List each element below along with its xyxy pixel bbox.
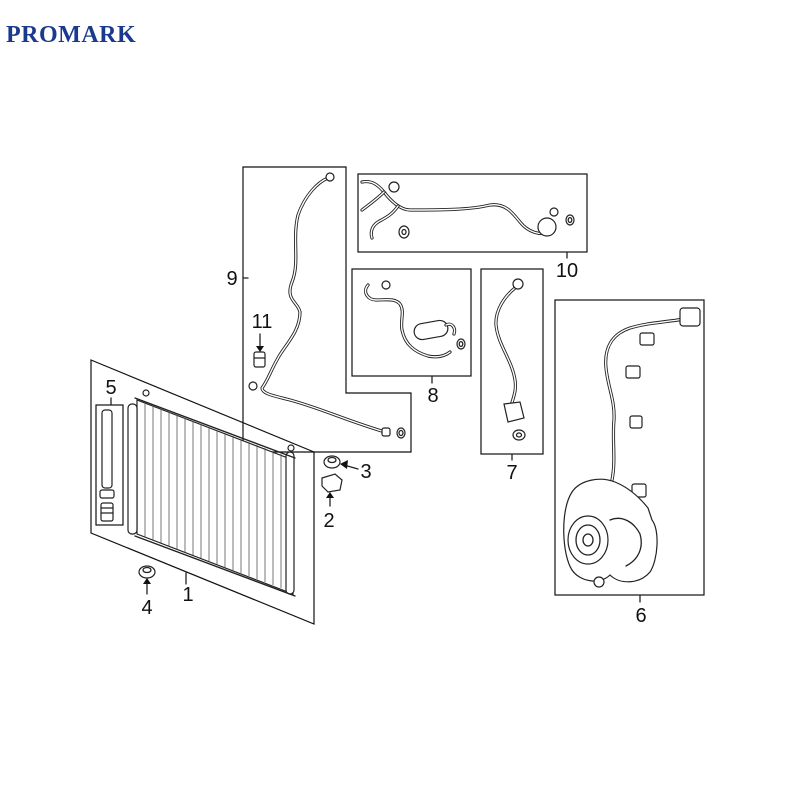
frame-part-7 [480,268,544,455]
frame-part-1 [90,359,315,625]
callout-5: 5 [105,377,116,399]
callout-9: 9 [226,268,237,290]
frame-part-6 [554,299,705,596]
cushion-4 [138,565,156,595]
pressure-switch-11 [253,333,266,368]
hose-assembly-7 [494,278,526,441]
condenser-1 [127,389,296,597]
frame-part-10 [357,173,588,253]
bracket-2 [321,473,343,507]
hose-assembly-9 [248,172,406,439]
callout-4: 4 [141,597,152,619]
frame-part-5 [95,404,124,526]
frame-part-8 [351,268,472,377]
callout-6: 6 [635,605,646,627]
callout-7: 7 [506,462,517,484]
compressor-6 [563,307,701,588]
ac-line-10 [360,179,575,240]
callout-8: 8 [427,385,438,407]
hose-assembly-8 [363,280,466,359]
promark-logo: PROMARK [6,22,137,48]
condenser-fins [144,403,282,588]
desiccant-5 [99,409,115,522]
frame-part-9 [242,166,412,453]
callout-3: 3 [360,461,371,483]
cushion-3 [323,455,359,470]
callout-11: 11 [252,311,273,333]
callout-2: 2 [323,510,334,532]
callout-1: 1 [182,584,193,606]
callout-10: 10 [556,260,578,282]
